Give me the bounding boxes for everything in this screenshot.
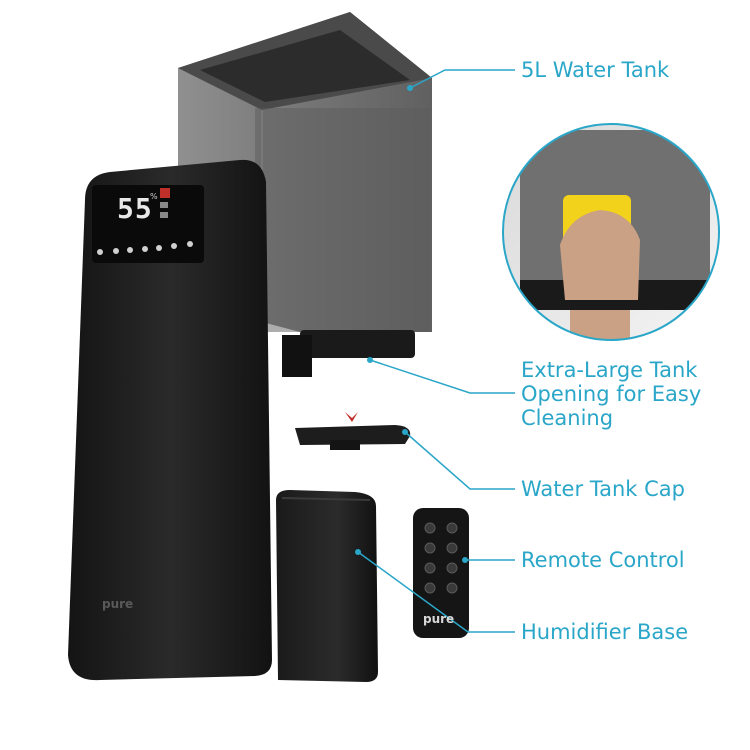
label-humidifier-base-text: Humidifier Base [521,620,689,644]
label-tank-opening-line3: Cleaning [521,406,614,430]
label-remote-control: Remote Control [521,548,685,572]
label-tank-cap: Water Tank Cap [521,477,685,501]
callout-dots [355,85,468,563]
label-tank-cap-text: Water Tank Cap [521,477,685,501]
label-water-tank: 5L Water Tank [521,58,669,82]
humidifier-base [276,490,378,682]
label-tank-opening-line1: Extra-Large Tank [521,358,698,382]
label-remote-control-text: Remote Control [521,548,685,572]
label-water-tank-text: 5L Water Tank [521,58,670,82]
humidifier-body [68,159,272,681]
callout-lines [357,69,515,633]
display-reading: 55 [117,192,153,225]
detail-inset [502,123,720,341]
body-brand-logo: pure [102,597,134,611]
remote-brand-logo: pure [423,612,455,626]
label-humidifier-base: Humidifier Base [521,620,688,644]
water-tank-cap [295,412,411,450]
remote-control-illustration [413,508,469,638]
display-unit: % [150,192,158,201]
label-tank-opening: Extra-Large Tank Opening for Easy Cleani… [521,358,701,430]
label-tank-opening-line2: Opening for Easy [521,382,702,406]
